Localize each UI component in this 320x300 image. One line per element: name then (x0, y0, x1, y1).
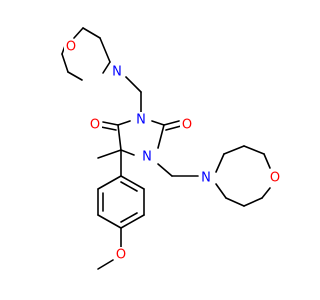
bond (163, 120, 180, 126)
bond (117, 124, 122, 151)
bond (243, 197, 263, 207)
bond (82, 27, 101, 39)
bond (61, 53, 69, 73)
bond (151, 120, 165, 126)
atom-label-n1: N (140, 149, 154, 165)
bond (263, 153, 271, 169)
bond (100, 126, 117, 131)
methoxy-group (97, 227, 122, 270)
bond (120, 212, 138, 223)
morpholine-ring-right (215, 145, 271, 207)
bond (225, 197, 245, 207)
phenyl-ring (97, 175, 145, 229)
bond (97, 175, 122, 190)
bond (261, 187, 271, 199)
bond (67, 71, 83, 81)
bond (102, 61, 111, 74)
bond (120, 149, 135, 156)
bond (125, 76, 142, 93)
svg-text:O: O (270, 171, 280, 186)
bond (223, 145, 245, 155)
bond (120, 175, 145, 190)
svg-text:O: O (182, 118, 192, 133)
methylene-linker-top (125, 76, 142, 113)
bond (120, 214, 145, 229)
svg-text:N: N (136, 113, 146, 128)
svg-text:N: N (201, 171, 211, 186)
atom-label-o-methoxy: O (114, 247, 128, 263)
methylene-linker-right (157, 163, 199, 177)
bond (165, 125, 182, 131)
methyl-bond (97, 149, 122, 159)
bond (99, 37, 111, 63)
bond (97, 214, 122, 229)
atom-label-o-c2: O (180, 117, 194, 133)
bond (97, 259, 114, 270)
bond (120, 181, 138, 192)
atom-label-n-morph-right: N (199, 170, 213, 186)
bond (157, 124, 165, 149)
atom-label-o-morph-right: O (268, 170, 282, 186)
atom-label-n-morph-top: N (110, 64, 124, 80)
bond (117, 120, 131, 126)
hydantoin-ring (100, 120, 182, 156)
svg-text:O: O (66, 40, 76, 55)
bond (243, 145, 265, 155)
svg-text:O: O (90, 118, 100, 133)
svg-text:N: N (112, 65, 122, 80)
bond (215, 153, 225, 173)
svg-text:O: O (116, 248, 126, 263)
bond (73, 27, 84, 39)
bond (157, 163, 173, 177)
svg-text:N: N (142, 150, 152, 165)
bond (102, 121, 119, 126)
atom-label-o-c4: O (88, 117, 102, 133)
atom-label-n3: N (134, 112, 148, 128)
bond (215, 183, 227, 199)
atom-label-o-morph-top: O (64, 39, 78, 55)
molecule-structure: N O N O O N N O O (61, 27, 282, 270)
